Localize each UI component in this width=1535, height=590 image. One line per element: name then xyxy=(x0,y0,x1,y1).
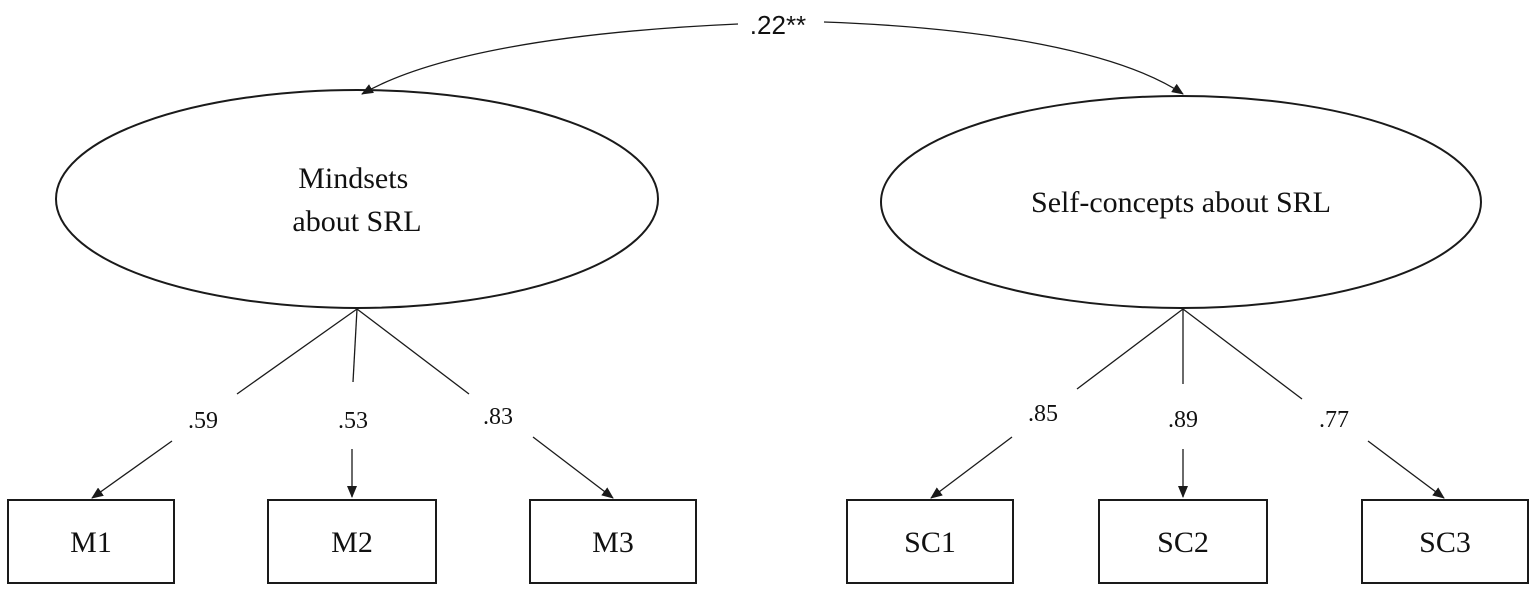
indicator-m2-label: M2 xyxy=(331,526,373,559)
indicator-m1: M1 xyxy=(7,499,175,584)
indicator-sc3: SC3 xyxy=(1361,499,1529,584)
factor-mindsets-label-line-2: about SRL xyxy=(292,205,421,238)
factor-self-concepts-label: Self-concepts about SRL xyxy=(1031,186,1331,219)
loading-path-sc1-lower xyxy=(930,436,1013,499)
loading-label-m3: .83 xyxy=(483,404,513,430)
indicator-sc3-label: SC3 xyxy=(1419,526,1471,559)
correlation-arrow-left xyxy=(361,23,739,95)
correlation-label: .22** xyxy=(750,10,806,40)
loading-path-sc1-upper xyxy=(1076,308,1184,390)
indicator-sc1-label: SC1 xyxy=(904,526,956,559)
indicator-sc1: SC1 xyxy=(846,499,1014,584)
loading-path-sc3-upper xyxy=(1182,308,1303,400)
loading-label-sc2: .89 xyxy=(1168,407,1198,433)
indicator-m2-box xyxy=(267,499,437,584)
loading-path-m3-upper xyxy=(356,308,470,395)
loading-path-m3-lower xyxy=(532,436,614,499)
factor-self-concepts-ellipse xyxy=(880,95,1482,309)
indicator-m1-label: M1 xyxy=(70,526,112,559)
loading-path-m1-lower xyxy=(91,440,173,499)
factor-mindsets-label: Mindsets about SRL xyxy=(292,162,421,238)
loading-label-m1: .59 xyxy=(188,408,218,434)
indicator-sc3-box xyxy=(1361,499,1529,584)
indicator-sc2-box xyxy=(1098,499,1268,584)
indicator-m1-box xyxy=(7,499,175,584)
loading-label-sc1: .85 xyxy=(1028,401,1058,427)
indicator-m3-label: M3 xyxy=(592,526,634,559)
indicator-m2: M2 xyxy=(267,499,437,584)
indicator-m3-box xyxy=(529,499,697,584)
factor-mindsets-ellipse xyxy=(55,89,659,309)
loading-label-m2: .53 xyxy=(338,408,368,434)
loading-path-m2-upper xyxy=(352,308,358,383)
correlation-arrow-right xyxy=(823,21,1184,95)
loading-path-sc3-lower xyxy=(1367,440,1445,499)
indicator-m3: M3 xyxy=(529,499,697,584)
indicator-sc2-label: SC2 xyxy=(1157,526,1209,559)
factor-mindsets-label-line-1: Mindsets xyxy=(298,162,408,195)
indicator-sc1-box xyxy=(846,499,1014,584)
loading-label-sc3: .77 xyxy=(1319,407,1349,433)
loading-path-m1-upper xyxy=(236,308,358,395)
indicator-sc2: SC2 xyxy=(1098,499,1268,584)
